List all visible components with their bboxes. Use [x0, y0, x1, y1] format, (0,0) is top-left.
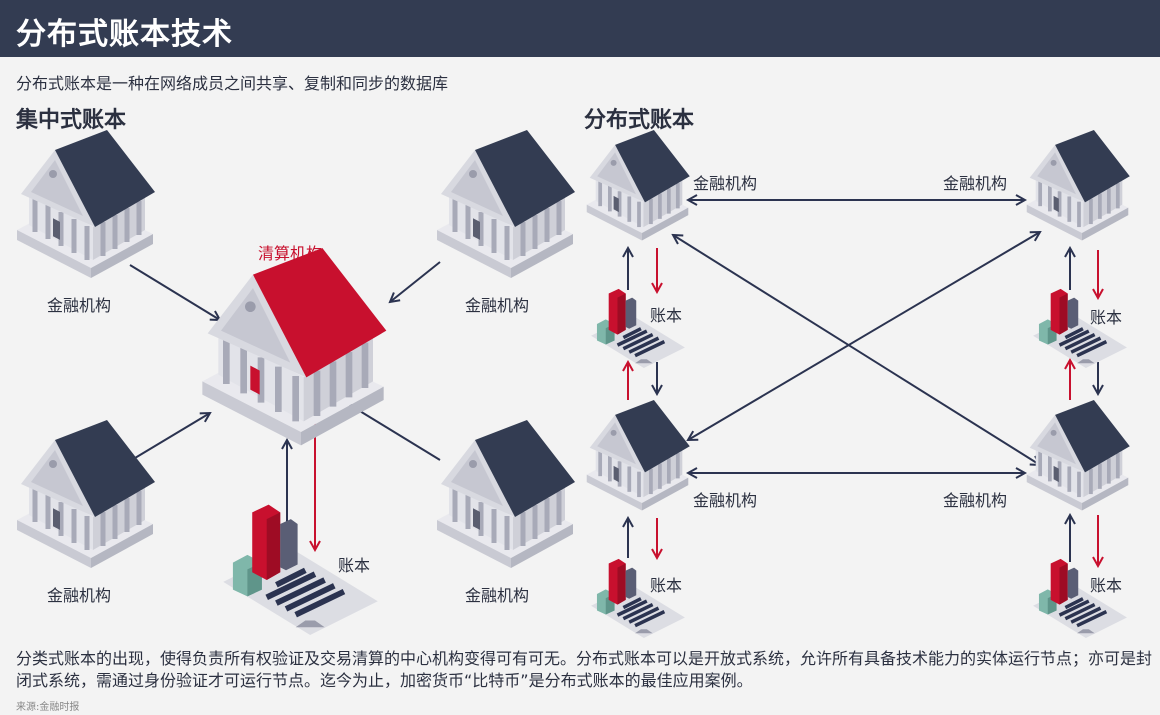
clearing-house-label: 清算机构: [258, 244, 323, 263]
ledger-icon: [1031, 287, 1129, 370]
centralized-heading: 集中式账本: [16, 108, 127, 133]
ledger-icon: [589, 287, 687, 370]
ledger-label: 账本: [650, 306, 683, 325]
bank-icon: [1024, 128, 1132, 243]
bank-icon: [437, 130, 575, 278]
institution-label: 金融机构: [943, 174, 1008, 193]
institution-label: 金融机构: [693, 174, 758, 193]
bank-icon: [584, 128, 692, 243]
title-bar: 分布式账本技术: [0, 0, 1160, 57]
ledger-label: 账本: [338, 556, 371, 575]
arrow-peer: [673, 235, 1040, 465]
page-title: 分布式账本技术: [16, 17, 233, 52]
clearing-house-icon: [202, 248, 386, 445]
ledger-icon: [589, 557, 687, 640]
arrow-to-clearing: [390, 261, 441, 302]
arrow-to-clearing: [350, 405, 441, 461]
institution-label: 金融机构: [47, 296, 112, 315]
ledger-label: 账本: [1090, 308, 1123, 327]
arrow-to-clearing: [134, 413, 210, 459]
institution-label: 金融机构: [465, 296, 530, 315]
source-credit: 来源:金融时报: [16, 702, 80, 713]
subtitle: 分布式账本是一种在网络成员之间共享、复制和同步的数据库: [16, 74, 449, 93]
arrow-to-clearing: [129, 264, 220, 320]
institution-label: 金融机构: [465, 586, 530, 605]
ledger-icon: [1031, 557, 1129, 640]
bank-icon: [1024, 398, 1132, 513]
institution-label: 金融机构: [943, 491, 1008, 510]
arrow-peer: [688, 232, 1040, 440]
distributed-heading: 分布式账本: [584, 108, 695, 133]
bank-icon: [584, 398, 692, 513]
bank-icon: [17, 420, 155, 568]
ledger-label: 账本: [1090, 576, 1123, 595]
bank-icon: [17, 130, 155, 278]
ledger-label: 账本: [650, 576, 683, 595]
footer-description: 分类式账本的出现，使得负责所有权验证及交易清算的中心机构变得可有可无。分布式账本…: [16, 649, 1153, 690]
institution-label: 金融机构: [693, 491, 758, 510]
bank-icon: [437, 420, 575, 568]
institution-label: 金融机构: [47, 586, 112, 605]
